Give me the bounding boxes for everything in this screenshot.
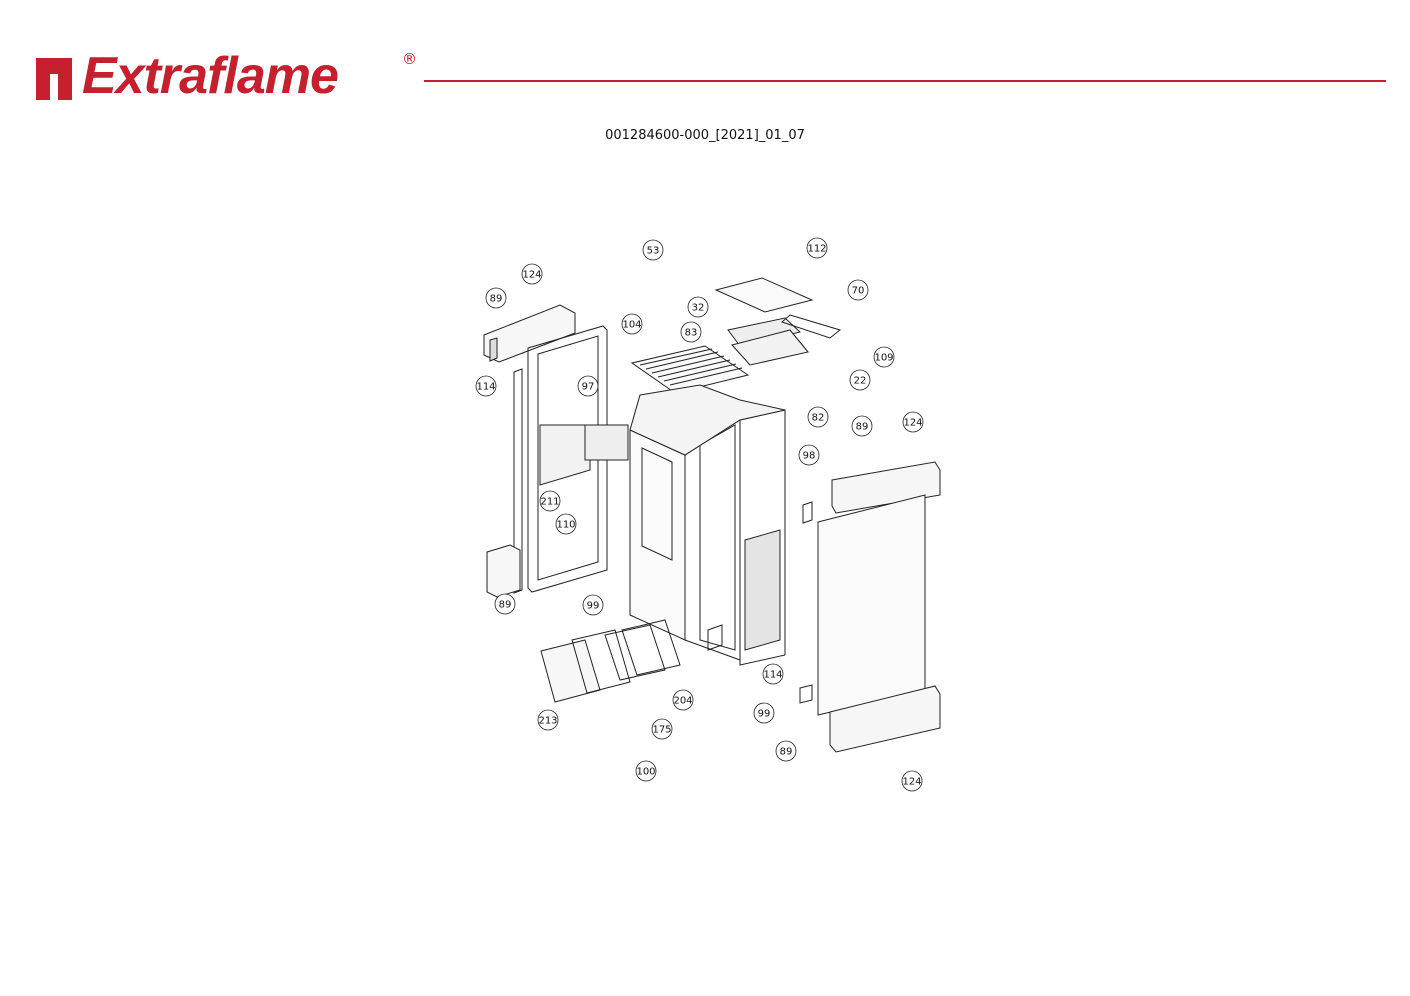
callout-label: 89 [499, 600, 512, 611]
callout-124: 124 [901, 770, 923, 792]
callout-label: 110 [556, 520, 575, 531]
callout-124: 124 [521, 263, 543, 285]
callout-label: 22 [854, 376, 867, 387]
callout-label: 99 [758, 709, 771, 720]
callout-32: 32 [687, 296, 709, 318]
callout-124: 124 [902, 411, 924, 433]
callout-100: 100 [635, 760, 657, 782]
callout-114: 114 [475, 375, 497, 397]
left-top-cap-part [483, 304, 576, 363]
left-side-panel-part [513, 325, 629, 594]
callout-213: 213 [537, 709, 559, 731]
extraflame-logo-icon [36, 58, 72, 100]
callout-82: 82 [807, 406, 829, 428]
callout-53: 53 [642, 239, 664, 261]
callout-label: 97 [582, 382, 595, 393]
callout-label: 175 [652, 725, 671, 736]
callout-89: 89 [485, 287, 507, 309]
callout-label: 114 [476, 382, 495, 393]
callout-label: 104 [622, 320, 641, 331]
callout-label: 204 [673, 696, 692, 707]
callout-label: 99 [587, 601, 600, 612]
callout-label: 89 [780, 747, 793, 758]
callout-label: 53 [647, 246, 660, 257]
callout-112: 112 [806, 237, 828, 259]
callout-label: 211 [540, 497, 559, 508]
callout-label: 98 [803, 451, 816, 462]
callout-label: 89 [856, 422, 869, 433]
callout-label: 124 [902, 777, 921, 788]
right-side-panel-part [799, 461, 941, 753]
callout-110: 110 [555, 513, 577, 535]
header-rule [424, 80, 1386, 82]
callout-label: 89 [490, 294, 503, 305]
callout-114: 114 [762, 663, 784, 685]
callout-211: 211 [539, 490, 561, 512]
document-code: 001284600-000_[2021]_01_07 [605, 128, 805, 143]
callout-label: 82 [812, 413, 825, 424]
brand-logo: Extraflame ® [32, 47, 422, 108]
callout-89: 89 [775, 740, 797, 762]
callout-109: 109 [873, 346, 895, 368]
top-grill-part [630, 345, 750, 394]
callout-label: 109 [874, 353, 893, 364]
callout-89: 89 [494, 593, 516, 615]
callout-22: 22 [849, 369, 871, 391]
top-bracket-part [714, 277, 842, 366]
callout-label: 32 [692, 303, 705, 314]
callout-label: 70 [852, 286, 865, 297]
brand-name: Extraflame [82, 47, 339, 105]
callout-204: 204 [672, 689, 694, 711]
callout-97: 97 [577, 375, 599, 397]
callout-99: 99 [753, 702, 775, 724]
callout-99: 99 [582, 594, 604, 616]
callout-83: 83 [680, 321, 702, 343]
callout-label: 100 [636, 767, 655, 778]
callout-label: 124 [522, 270, 541, 281]
callout-70: 70 [847, 279, 869, 301]
callout-175: 175 [651, 718, 673, 740]
callout-label: 124 [903, 418, 922, 429]
stove-body-part [629, 384, 786, 666]
callout-104: 104 [621, 313, 643, 335]
callout-label: 112 [807, 244, 826, 255]
callout-label: 114 [763, 670, 782, 681]
callout-98: 98 [798, 444, 820, 466]
registered-mark: ® [402, 50, 417, 68]
callout-label: 213 [538, 716, 557, 727]
callout-label: 83 [685, 328, 698, 339]
callout-89: 89 [851, 415, 873, 437]
bottom-panels-part [540, 619, 681, 703]
left-bottom-cap-part [486, 544, 521, 598]
